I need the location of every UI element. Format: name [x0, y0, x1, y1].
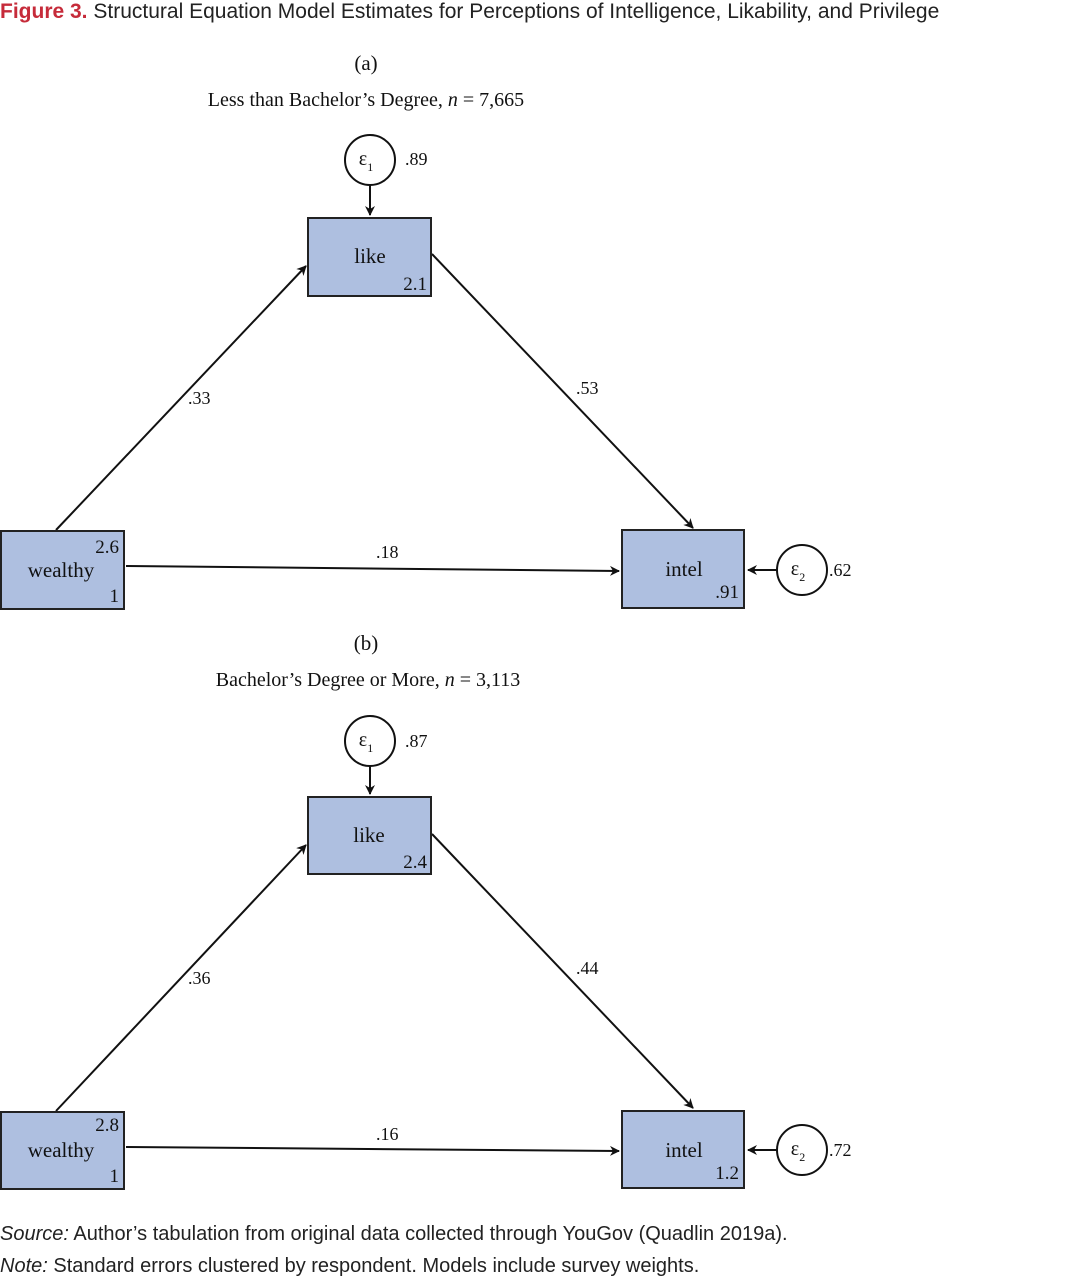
note-text: Standard errors clustered by respondent.…: [47, 1255, 700, 1277]
error-e1-value: .89: [405, 149, 428, 169]
node-intel-box: [621, 1110, 745, 1189]
source-text: Author’s tabulation from original data c…: [68, 1223, 788, 1245]
error-e2: ε2 .62: [776, 544, 852, 596]
node-wealthy: 2.6 wealthy 1: [0, 530, 125, 610]
coef-like-intel: .53: [576, 378, 599, 398]
error-e1-symbol: ε1: [359, 148, 373, 174]
node-intel-label: intel: [665, 557, 702, 581]
path-like-intel: [431, 833, 694, 1109]
node-wealthy-label: wealthy: [28, 1138, 95, 1162]
path-wealthy-like: [55, 265, 307, 531]
node-intel-intercept: 1.2: [715, 1163, 739, 1184]
coef-wealthy-like: .33: [188, 388, 211, 408]
node-like-intercept: 2.1: [403, 274, 427, 295]
panel-a-subtitle: Less than Bachelor’s Degree, n = 7,665: [208, 89, 524, 111]
node-like-box: [307, 217, 432, 297]
figure-number: Figure 3.: [0, 0, 88, 23]
coef-like-intel: .44: [576, 958, 599, 978]
node-like-label: like: [354, 244, 386, 268]
source-label: Source:: [0, 1223, 69, 1245]
path-like-intel: [431, 253, 694, 529]
error-e2-value: .72: [829, 1140, 852, 1160]
node-wealthy-mean: 2.8: [95, 1115, 119, 1136]
panel-b-letter: (b): [354, 631, 379, 655]
node-intel: intel .91: [621, 529, 745, 609]
error-e1: ε1 .89: [344, 134, 428, 186]
error-e1: ε1 .87: [344, 715, 428, 767]
error-e2-symbol: ε2: [791, 558, 805, 584]
sem-diagram: (a) Less than Bachelor’s Degree, n = 7,6…: [0, 51, 852, 1190]
error-e2-circle: [776, 1124, 828, 1176]
coef-wealthy-intel: .18: [376, 542, 399, 562]
path-wealthy-intel: [125, 1145, 620, 1156]
coef-wealthy-intel: .16: [376, 1124, 399, 1144]
node-wealthy-variance: 1: [110, 1166, 120, 1187]
node-wealthy-label: wealthy: [28, 558, 95, 582]
error-e2-circle: [776, 544, 828, 596]
node-like: like 2.1: [307, 217, 432, 297]
source-line: Source: Author’s tabulation from origina…: [0, 1218, 1089, 1250]
node-wealthy-variance: 1: [110, 586, 120, 607]
panel-b-subtitle: Bachelor’s Degree or More, n = 3,113: [216, 669, 521, 691]
node-wealthy-box: [0, 530, 125, 610]
node-like-label: like: [353, 823, 385, 847]
path-wealthy-like: [55, 844, 307, 1112]
note-label: Note:: [0, 1255, 48, 1277]
node-wealthy-mean: 2.6: [95, 537, 119, 558]
node-intel-label: intel: [665, 1138, 702, 1162]
coef-wealthy-like: .36: [188, 968, 211, 988]
error-e2-value: .62: [829, 560, 852, 580]
node-intel: intel 1.2: [621, 1110, 745, 1189]
node-intel-box: [621, 529, 745, 609]
figure-notes: Source: Author’s tabulation from origina…: [0, 1218, 1089, 1282]
error-e2: ε2 .72: [776, 1124, 852, 1176]
node-like-intercept: 2.4: [403, 852, 427, 873]
node-like-box: [307, 796, 432, 875]
node-wealthy: 2.8 wealthy 1: [0, 1111, 125, 1190]
error-e1-value: .87: [405, 731, 428, 751]
figure-caption: Figure 3. Structural Equation Model Esti…: [0, 0, 1089, 26]
node-wealthy-box: [0, 1111, 125, 1190]
node-intel-intercept: .91: [715, 582, 739, 603]
panel-a: (a) Less than Bachelor’s Degree, n = 7,6…: [0, 51, 852, 610]
path-wealthy-intel: [125, 565, 620, 576]
note-line: Note: Standard errors clustered by respo…: [0, 1250, 1089, 1282]
error-e1-circle: [344, 134, 396, 186]
panel-a-letter: (a): [354, 51, 377, 75]
error-e1-circle: [344, 715, 396, 767]
node-like: like 2.4: [307, 796, 432, 875]
error-e1-symbol: ε1: [359, 729, 373, 755]
figure-title: Structural Equation Model Estimates for …: [93, 0, 940, 23]
error-e2-symbol: ε2: [791, 1138, 805, 1164]
panel-b: (b) Bachelor’s Degree or More, n = 3,113…: [0, 631, 852, 1190]
